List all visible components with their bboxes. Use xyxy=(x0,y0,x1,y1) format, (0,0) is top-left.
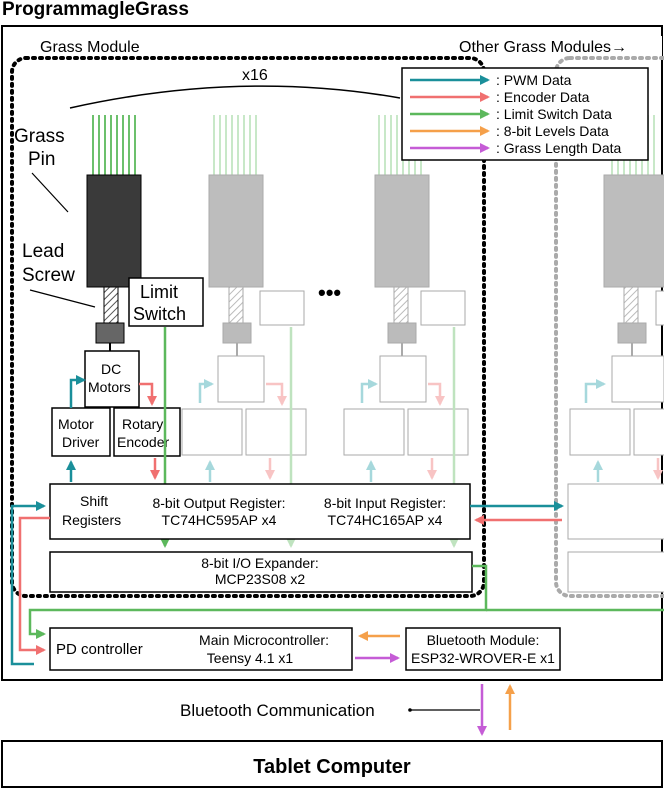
limit-bus-expander-to-mcu xyxy=(28,564,488,639)
shift-registers-box xyxy=(49,483,471,540)
faded-other-module xyxy=(567,115,664,593)
pwm-bus-mcu-to-registers xyxy=(10,501,46,666)
legend-label-length: : Grass Length Data xyxy=(496,140,622,156)
grass-pins xyxy=(92,115,136,175)
faded-pin-unit-2 xyxy=(181,115,307,548)
tablet-box xyxy=(1,740,663,788)
main-mcu-box xyxy=(49,627,353,671)
bluetooth-module-box xyxy=(405,627,561,671)
io-expander-label-1: 8-bit I/O Expander: xyxy=(201,555,319,571)
lead-screw-label-2: Screw xyxy=(22,265,75,286)
grass-pin-pointer xyxy=(31,172,69,213)
output-register-label-1: 8-bit Output Register: xyxy=(152,495,285,511)
system-frame xyxy=(1,25,663,681)
tablet-label: Tablet Computer xyxy=(253,756,411,778)
lead-screw-pointer xyxy=(29,289,96,308)
bluetooth-comm-label: Bluetooth Communication xyxy=(180,701,375,720)
multiplier-label: x16 xyxy=(242,67,268,84)
motor-driver-box xyxy=(51,407,111,457)
x16-brace xyxy=(69,85,401,109)
limit-switch-box xyxy=(128,277,204,327)
rotary-encoder-box xyxy=(113,407,181,457)
grass-module-frame xyxy=(10,56,486,598)
limit-switch-label-1: Limit xyxy=(140,282,178,302)
dc-motors-box xyxy=(84,350,140,408)
pwm-arrow-driver-to-motor xyxy=(69,375,86,408)
ellipsis: ••• xyxy=(318,280,341,305)
faded-pin-unit-3 xyxy=(343,115,469,548)
rotary-encoder-label-1: Rotary xyxy=(122,416,163,432)
input-register-label-2: TC74HC165AP x4 xyxy=(328,512,443,528)
pd-controller-label: PD controller xyxy=(56,641,143,658)
diagram-title: ProgrammagleGrass xyxy=(2,0,189,20)
encoder-bus-registers-to-mcu xyxy=(18,516,50,655)
dc-motors-label-1: DC xyxy=(101,361,121,377)
encoder-arrow-motor-to-encoder xyxy=(139,382,157,406)
rotary-encoder-label-2: Encoder xyxy=(117,434,169,450)
io-expander-label-2: MCP23S08 x2 xyxy=(215,571,305,587)
legend-label-encoder: : Encoder Data xyxy=(496,89,590,105)
other-modules-label: Other Grass Modules→ xyxy=(459,39,627,56)
legend-label-pwm: : PWM Data xyxy=(496,72,572,88)
shift-registers-label-2: Registers xyxy=(62,512,121,528)
grass-module-label: Grass Module xyxy=(40,39,140,56)
lead-screw xyxy=(103,286,119,324)
input-register-label-1: 8-bit Input Register: xyxy=(324,495,446,511)
main-mcu-label-2: Teensy 4.1 x1 xyxy=(207,650,294,666)
motor-coupler xyxy=(95,322,125,344)
pin-block xyxy=(86,174,142,288)
shift-registers-label-1: Shift xyxy=(80,493,108,509)
motor-driver-label-2: Driver xyxy=(62,434,100,450)
io-expander-box xyxy=(49,551,473,593)
grass-pin-label-2: Pin xyxy=(28,149,55,170)
main-mcu-label-1: Main Microcontroller: xyxy=(199,632,329,648)
legend-label-levels: : 8-bit Levels Data xyxy=(496,123,609,139)
bluetooth-module-label-2: ESP32-WROVER-E x1 xyxy=(411,650,555,666)
other-modules-frame xyxy=(554,56,664,598)
output-register-label-2: TC74HC595AP x4 xyxy=(162,512,277,528)
legend-label-limit: : Limit Switch Data xyxy=(496,106,612,122)
lead-screw-label-1: Lead xyxy=(22,241,64,262)
motor-driver-label-1: Motor xyxy=(58,416,94,432)
limit-switch-label-2: Switch xyxy=(133,304,186,324)
legend-items: : PWM Data : Encoder Data : Limit Switch… xyxy=(410,72,622,156)
dc-motors-label-2: Motors xyxy=(88,379,131,395)
grass-pin-label-1: Grass xyxy=(14,126,65,147)
bluetooth-module-label-1: Bluetooth Module: xyxy=(427,632,540,648)
